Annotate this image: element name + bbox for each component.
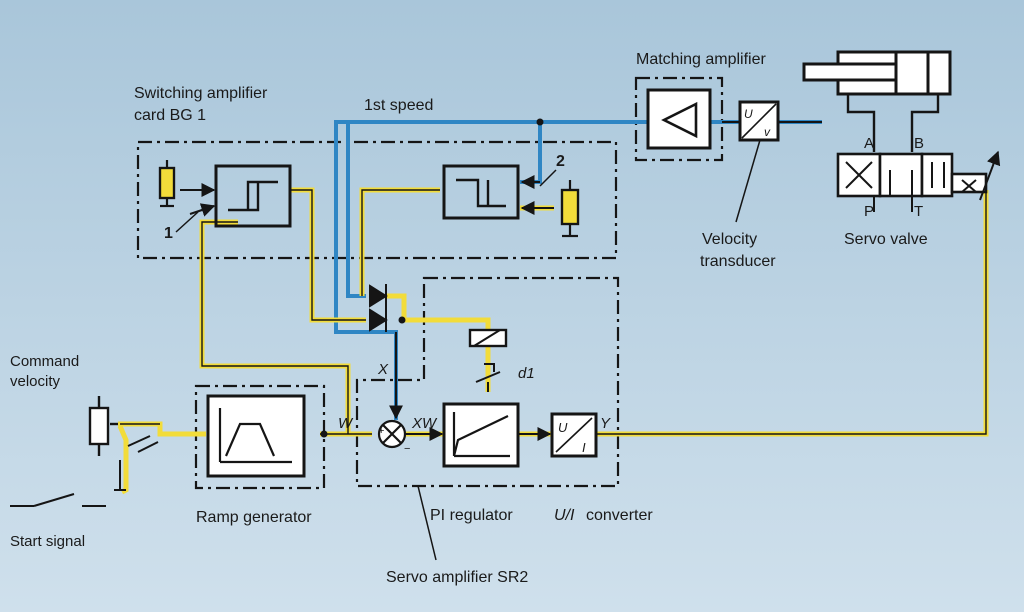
- velocity-transducer-label-1: Velocity: [702, 231, 757, 248]
- matching-amplifier-label: Matching amplifier: [636, 51, 767, 68]
- servo-valve-label: Servo valve: [844, 231, 928, 248]
- signal-w-label: W: [338, 415, 354, 432]
- port-t-label: T: [914, 203, 923, 220]
- command-velocity-label-1: Command: [10, 353, 79, 370]
- command-velocity-label-2: velocity: [10, 373, 61, 390]
- signal-y-label: Y: [600, 415, 611, 432]
- inverted-switch-icon: [456, 178, 506, 208]
- ramp-generator-block: [206, 394, 306, 478]
- switching-amplifier-label-2: card BG 1: [134, 107, 206, 124]
- start-signal-label: Start signal: [10, 533, 85, 550]
- velocity-transducer-label-2: transducer: [700, 253, 776, 270]
- matching-amplifier-block: [646, 88, 712, 150]
- signal-xw-label: XW: [411, 415, 438, 432]
- diode-icon: [369, 284, 388, 332]
- port-b-label: B: [914, 135, 924, 152]
- junction-dots: [320, 118, 544, 438]
- servo-amplifier-label: Servo amplifier SR2: [386, 569, 528, 586]
- ramp-generator-label: Ramp generator: [196, 509, 312, 526]
- port-p-label: P: [864, 203, 874, 220]
- port-a-label: A: [864, 135, 874, 152]
- converter-i-label: I: [582, 440, 586, 455]
- servo-valve-icon: [836, 152, 988, 198]
- summing-junction-icon: [377, 419, 407, 449]
- hydraulic-cylinder-icon: [802, 50, 952, 96]
- converter-u-label: U: [558, 420, 568, 435]
- ui-converter-symbol-label: U/I: [554, 507, 575, 524]
- hysteresis-switch-icon: [228, 180, 278, 212]
- relay-d1-label: d1: [518, 365, 535, 382]
- ramp-generator-frame: [194, 384, 326, 490]
- first-speed-label: 1st speed: [364, 97, 433, 114]
- ui-converter-block: [550, 412, 598, 458]
- potentiometer-icon: [158, 160, 176, 208]
- amplifier-triangle-icon: [661, 101, 698, 139]
- marker-1-label: 1: [164, 225, 173, 242]
- command-potentiometer-icon: [88, 396, 118, 456]
- potentiometer-2-icon: [560, 180, 580, 238]
- svg-text:−: −: [404, 443, 410, 455]
- ui-converter-word-label: converter: [586, 507, 653, 524]
- pi-curve-icon: [452, 412, 510, 458]
- pi-regulator-label: PI regulator: [430, 507, 513, 524]
- transducer-v-label: v: [764, 125, 771, 139]
- inverted-switch-block: [442, 164, 520, 220]
- start-switch-icon: [10, 435, 159, 507]
- pi-regulator-block: [442, 402, 520, 468]
- signal-x-label: X: [377, 361, 389, 378]
- transducer-u-label: U: [744, 107, 753, 121]
- svg-text:+: +: [378, 425, 384, 437]
- switching-amplifier-label-1: Switching amplifier: [134, 85, 268, 102]
- ramp-profile-icon: [218, 408, 292, 464]
- hysteresis-switch-block: [214, 164, 292, 228]
- velocity-transducer-block: [738, 100, 780, 142]
- servo-amplifier-frame: [355, 276, 620, 488]
- relay-coil-icon: [468, 328, 508, 348]
- matching-amplifier-frame: [634, 76, 724, 162]
- relay-contact-icon: [475, 363, 501, 392]
- marker-2-label: 2: [556, 153, 565, 170]
